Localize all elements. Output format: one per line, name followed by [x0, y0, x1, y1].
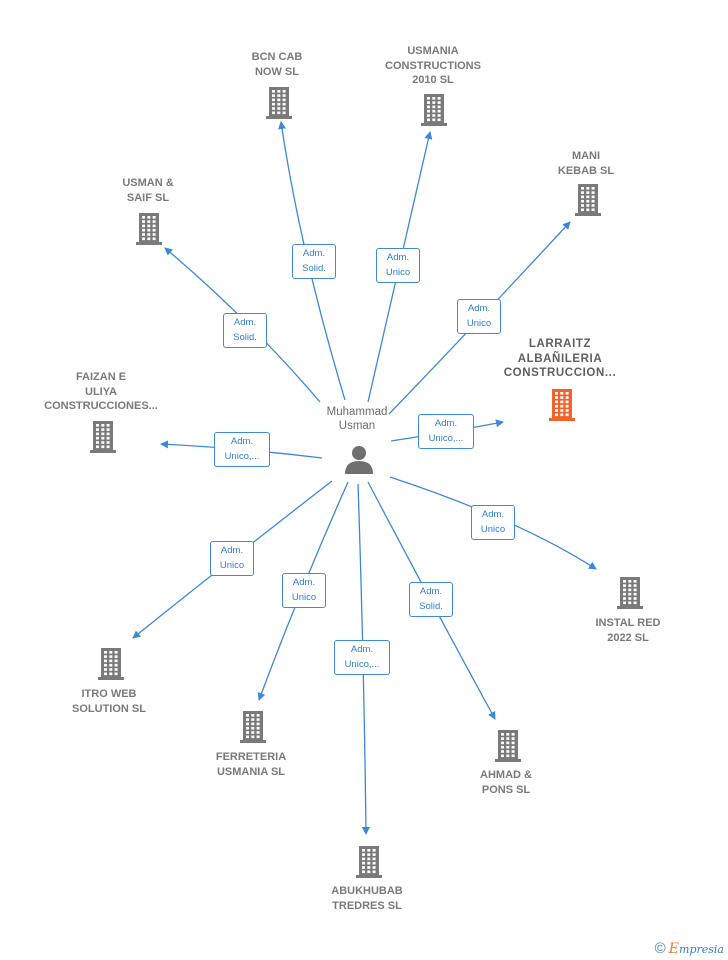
- center-person-label[interactable]: Muhammad Usman: [326, 406, 388, 432]
- company-label-mani[interactable]: MANI KEBAB SL: [557, 150, 615, 177]
- relation-badge-larraitz: Adm. Unico,...: [418, 414, 474, 449]
- relation-badge-ahmad: Adm. Solid.: [409, 582, 453, 617]
- building-icon-usmania[interactable]: [421, 94, 447, 126]
- company-label-instal[interactable]: INSTAL RED 2022 SL: [595, 617, 661, 644]
- company-label-faizan[interactable]: FAIZAN E ULIYA CONSTRUCCIONES...: [44, 371, 158, 412]
- icons-layer: [90, 87, 643, 878]
- building-icon-faizan[interactable]: [90, 421, 116, 453]
- relation-badge-mani: Adm. Unico: [457, 299, 501, 334]
- relation-badge-ferreteria: Adm. Unico: [282, 573, 326, 608]
- empresia-brand: © Empresia: [655, 940, 724, 957]
- brand-initial: E: [668, 941, 680, 957]
- company-label-abukhubab[interactable]: ABUKHUBAB TREDRES SL: [331, 885, 403, 912]
- company-label-bcn[interactable]: BCN CAB NOW SL: [251, 51, 303, 78]
- company-label-ferreteria[interactable]: FERRETERIA USMANIA SL: [215, 751, 287, 778]
- brand-name: mpresia: [679, 943, 724, 956]
- relation-badge-faizan: Adm. Unico,...: [214, 432, 270, 467]
- relation-badge-usmania: Adm. Unico: [376, 248, 420, 283]
- company-label-saif[interactable]: USMAN & SAIF SL: [122, 177, 174, 204]
- copyright-symbol: ©: [654, 940, 666, 957]
- building-icon-ferreteria[interactable]: [240, 711, 266, 743]
- building-icon-mani[interactable]: [575, 184, 601, 216]
- company-label-ahmad[interactable]: AHMAD & PONS SL: [480, 769, 532, 796]
- company-label-usmania[interactable]: USMANIA CONSTRUCTIONS 2010 SL: [385, 45, 481, 86]
- relation-badge-bcn: Adm. Solid.: [292, 244, 336, 279]
- person-icon[interactable]: [345, 446, 373, 474]
- relation-badge-saif: Adm. Solid.: [223, 313, 267, 348]
- building-icon-ahmad[interactable]: [495, 730, 521, 762]
- building-icon-saif[interactable]: [136, 213, 162, 245]
- relation-badge-abukhubab: Adm. Unico,...: [334, 640, 390, 675]
- edges-layer: [132, 121, 597, 835]
- building-icon-instal[interactable]: [617, 577, 643, 609]
- building-icon-larraitz[interactable]: [549, 389, 575, 421]
- company-label-larraitz[interactable]: LARRAITZ ALBAÑILERIA CONSTRUCCION...: [503, 338, 617, 379]
- company-label-itro[interactable]: ITRO WEB SOLUTION SL: [72, 688, 146, 715]
- relation-badge-instal: Adm. Unico: [471, 505, 515, 540]
- building-icon-itro[interactable]: [98, 648, 124, 680]
- building-icon-bcn[interactable]: [266, 87, 292, 119]
- relation-badge-itro: Adm. Unico: [210, 541, 254, 576]
- building-icon-abukhubab[interactable]: [356, 846, 382, 878]
